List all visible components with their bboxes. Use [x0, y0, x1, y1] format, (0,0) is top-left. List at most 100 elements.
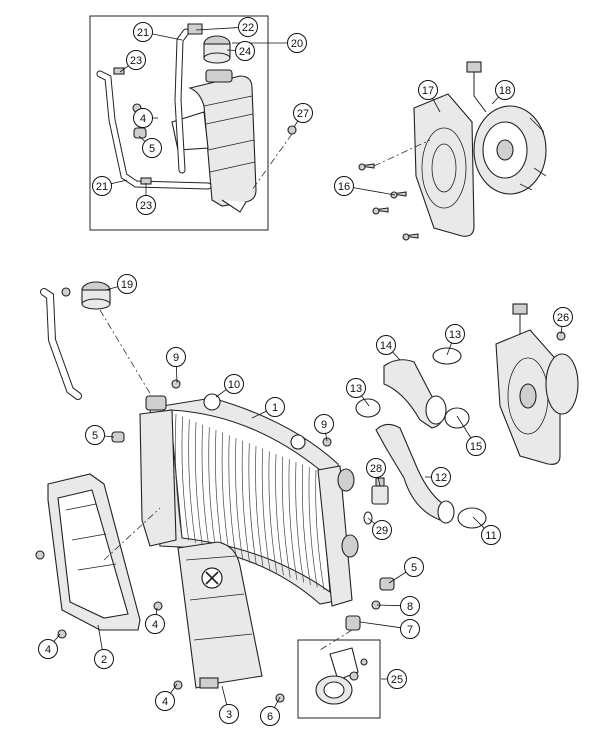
callout-leader-23: [119, 65, 129, 73]
radiator-hose-lower: [375, 423, 455, 524]
callout-leader-21: [152, 33, 183, 41]
callout-circle-10: [224, 374, 244, 394]
callout-label-1: 1: [272, 402, 278, 414]
callout-label-5: 5: [411, 562, 417, 574]
rubber-bushing: [345, 615, 361, 631]
callout-circle-26: [553, 307, 573, 327]
callout-label-14: 14: [380, 340, 392, 352]
callout-label-23: 23: [130, 55, 142, 67]
hose-clamp-top: [113, 67, 125, 75]
screw: [287, 125, 297, 135]
screw: [153, 601, 163, 611]
fan-connector-lower: [512, 303, 528, 315]
callout-label-19: 19: [121, 279, 133, 291]
callout-label-4: 4: [152, 619, 158, 631]
callout-leader-10: [215, 389, 227, 398]
callout-circle-13: [445, 324, 465, 344]
screw: [57, 629, 67, 639]
callout-label-27: 27: [297, 108, 309, 120]
hose-fitting: [187, 23, 203, 35]
callout-leader-14: [392, 351, 401, 361]
callout-leader-4: [53, 633, 61, 642]
hose-clamps: [355, 347, 487, 529]
inset-frame-25: [297, 639, 381, 719]
radiator-hose-upper: [383, 359, 447, 429]
callout-leader-16: [353, 187, 396, 196]
radiator: [139, 393, 359, 607]
radiator-side-tank-left: [139, 409, 177, 547]
callout-label-21: 21: [137, 27, 149, 39]
fan-shroud-upper: [413, 93, 475, 237]
callout-circle-16: [334, 176, 354, 196]
callout-leader-4: [170, 683, 178, 694]
callout-circle-28: [366, 458, 386, 478]
callout-leader-7: [359, 621, 401, 629]
callout-label-6: 6: [267, 711, 273, 723]
callout-leader-22: [195, 27, 239, 31]
radiator-cap: [81, 281, 111, 310]
callout-circle-9: [166, 347, 186, 367]
callout-circle-23: [126, 50, 146, 70]
callout-label-28: 28: [370, 463, 382, 475]
callout-leader-11: [472, 516, 485, 529]
callout-label-8: 8: [407, 601, 413, 613]
callout-circle-20: [287, 33, 307, 53]
callout-leader-13: [446, 342, 452, 356]
callout-leader-27: [293, 120, 299, 128]
callout-circle-2: [94, 649, 114, 669]
callout-leader-5: [138, 135, 146, 142]
callout-label-18: 18: [499, 85, 511, 97]
callout-circle-25: [387, 669, 407, 689]
callout-label-26: 26: [557, 312, 569, 324]
callout-label-5: 5: [92, 430, 98, 442]
callout-circle-21: [133, 22, 153, 42]
callout-leader-29: [367, 517, 376, 525]
callout-label-10: 10: [228, 379, 240, 391]
callout-label-23: 23: [140, 200, 152, 212]
callout-label-5: 5: [149, 143, 155, 155]
callout-circle-5: [404, 557, 424, 577]
grommet: [133, 127, 147, 139]
callout-leader-15: [456, 415, 472, 439]
callout-circle-22: [238, 17, 258, 37]
callout-leader-1: [251, 410, 267, 419]
callout-label-25: 25: [391, 674, 403, 686]
radiator-guard-left: [47, 473, 141, 631]
inset-group-25: [297, 629, 381, 719]
callout-circle-6: [260, 706, 280, 726]
callout-label-15: 15: [470, 441, 482, 453]
callout-circle-21: [92, 176, 112, 196]
callout-label-4: 4: [45, 644, 51, 656]
callout-label-9: 9: [321, 419, 327, 431]
callout-leader-21: [111, 179, 128, 185]
callout-label-22: 22: [242, 22, 254, 34]
screw: [35, 550, 45, 560]
cooling-fan-upper: [473, 105, 547, 195]
callout-label-2: 2: [101, 654, 107, 666]
clamp: [61, 287, 71, 297]
callout-leader-6: [274, 696, 281, 708]
fan-screws-upper: [358, 163, 419, 241]
callout-circle-27: [293, 103, 313, 123]
callout-leader-9: [175, 366, 178, 384]
tank-neck: [205, 69, 233, 83]
callout-leader-5: [388, 571, 407, 584]
callout-circle-8: [400, 596, 420, 616]
screw: [275, 693, 285, 703]
callout-label-24: 24: [239, 46, 251, 58]
callout-circle-29: [372, 520, 392, 540]
callout-label-16: 16: [338, 181, 350, 193]
callout-leader-4: [155, 607, 158, 615]
callout-circle-18: [495, 80, 515, 100]
callout-circle-5: [85, 425, 105, 445]
callout-leader-26: [560, 326, 563, 335]
expansion-tank-cap: [203, 35, 231, 64]
tank-foot: [221, 199, 247, 213]
callout-leader-8: [376, 604, 401, 607]
callout-leader-19: [105, 286, 118, 291]
callout-label-21: 21: [96, 181, 108, 193]
callout-circle-4: [155, 691, 175, 711]
callout-label-4: 4: [140, 113, 146, 125]
